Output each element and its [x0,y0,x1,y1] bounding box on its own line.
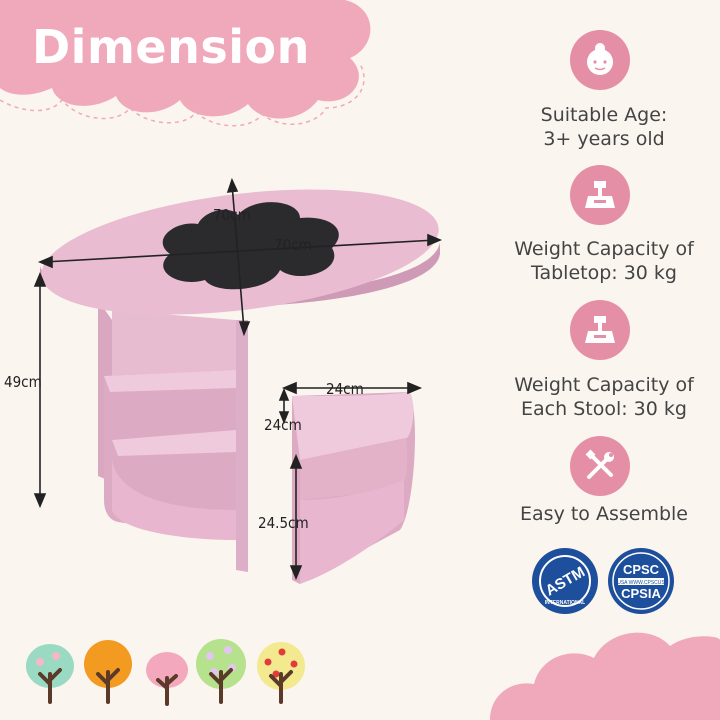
cpsc-top: CPSC [623,562,660,577]
astm-badge: ASTM INTERNATIONAL [532,548,598,614]
chalkboard-clover [162,202,339,290]
stool-right [292,392,415,584]
weight-icon [570,165,630,225]
child-face-icon [570,30,630,90]
page-title: Dimension [32,20,310,74]
cpsc-bottom: CPSIA [621,586,661,601]
dimension-stool-width: 24cm [326,380,364,398]
weight-icon [570,300,630,360]
tools-icon [570,436,630,496]
table-leg-center [236,320,248,572]
pink-tree-icon [146,652,188,706]
corner-cloud [490,632,720,720]
feature-age-text: Suitable Age: 3+ years old [540,104,668,150]
feature-assemble-text: Easy to Assemble [520,503,688,525]
stool-left [104,370,236,540]
title-cloud [0,0,371,127]
table-illustration [33,177,443,584]
feature-tabletop-text: Weight Capacity of Tabletop: 30 kg [514,238,694,284]
dimension-table-depth: 70cm [213,206,251,224]
dimension-stool-depth: 24cm [264,416,302,434]
dimension-stool-height: 24.5cm [258,514,309,532]
orange-tree-icon [84,640,132,704]
dimension-table-width: 70cm [274,236,312,254]
cpsc-badge: CPSC USA WWW.CPSCUS CPSIA [608,548,674,614]
feature-stool-text: Weight Capacity of Each Stool: 30 kg [514,374,694,420]
dimension-lines [33,177,443,581]
astm-sub: INTERNATIONAL [545,600,585,606]
green-tree-icon [26,644,74,704]
flower-tree-icon [196,639,246,704]
cpsc-mid: USA WWW.CPSCUS [617,580,665,586]
dimension-table-height: 49cm [4,373,42,391]
fruit-tree-icon [257,642,305,704]
